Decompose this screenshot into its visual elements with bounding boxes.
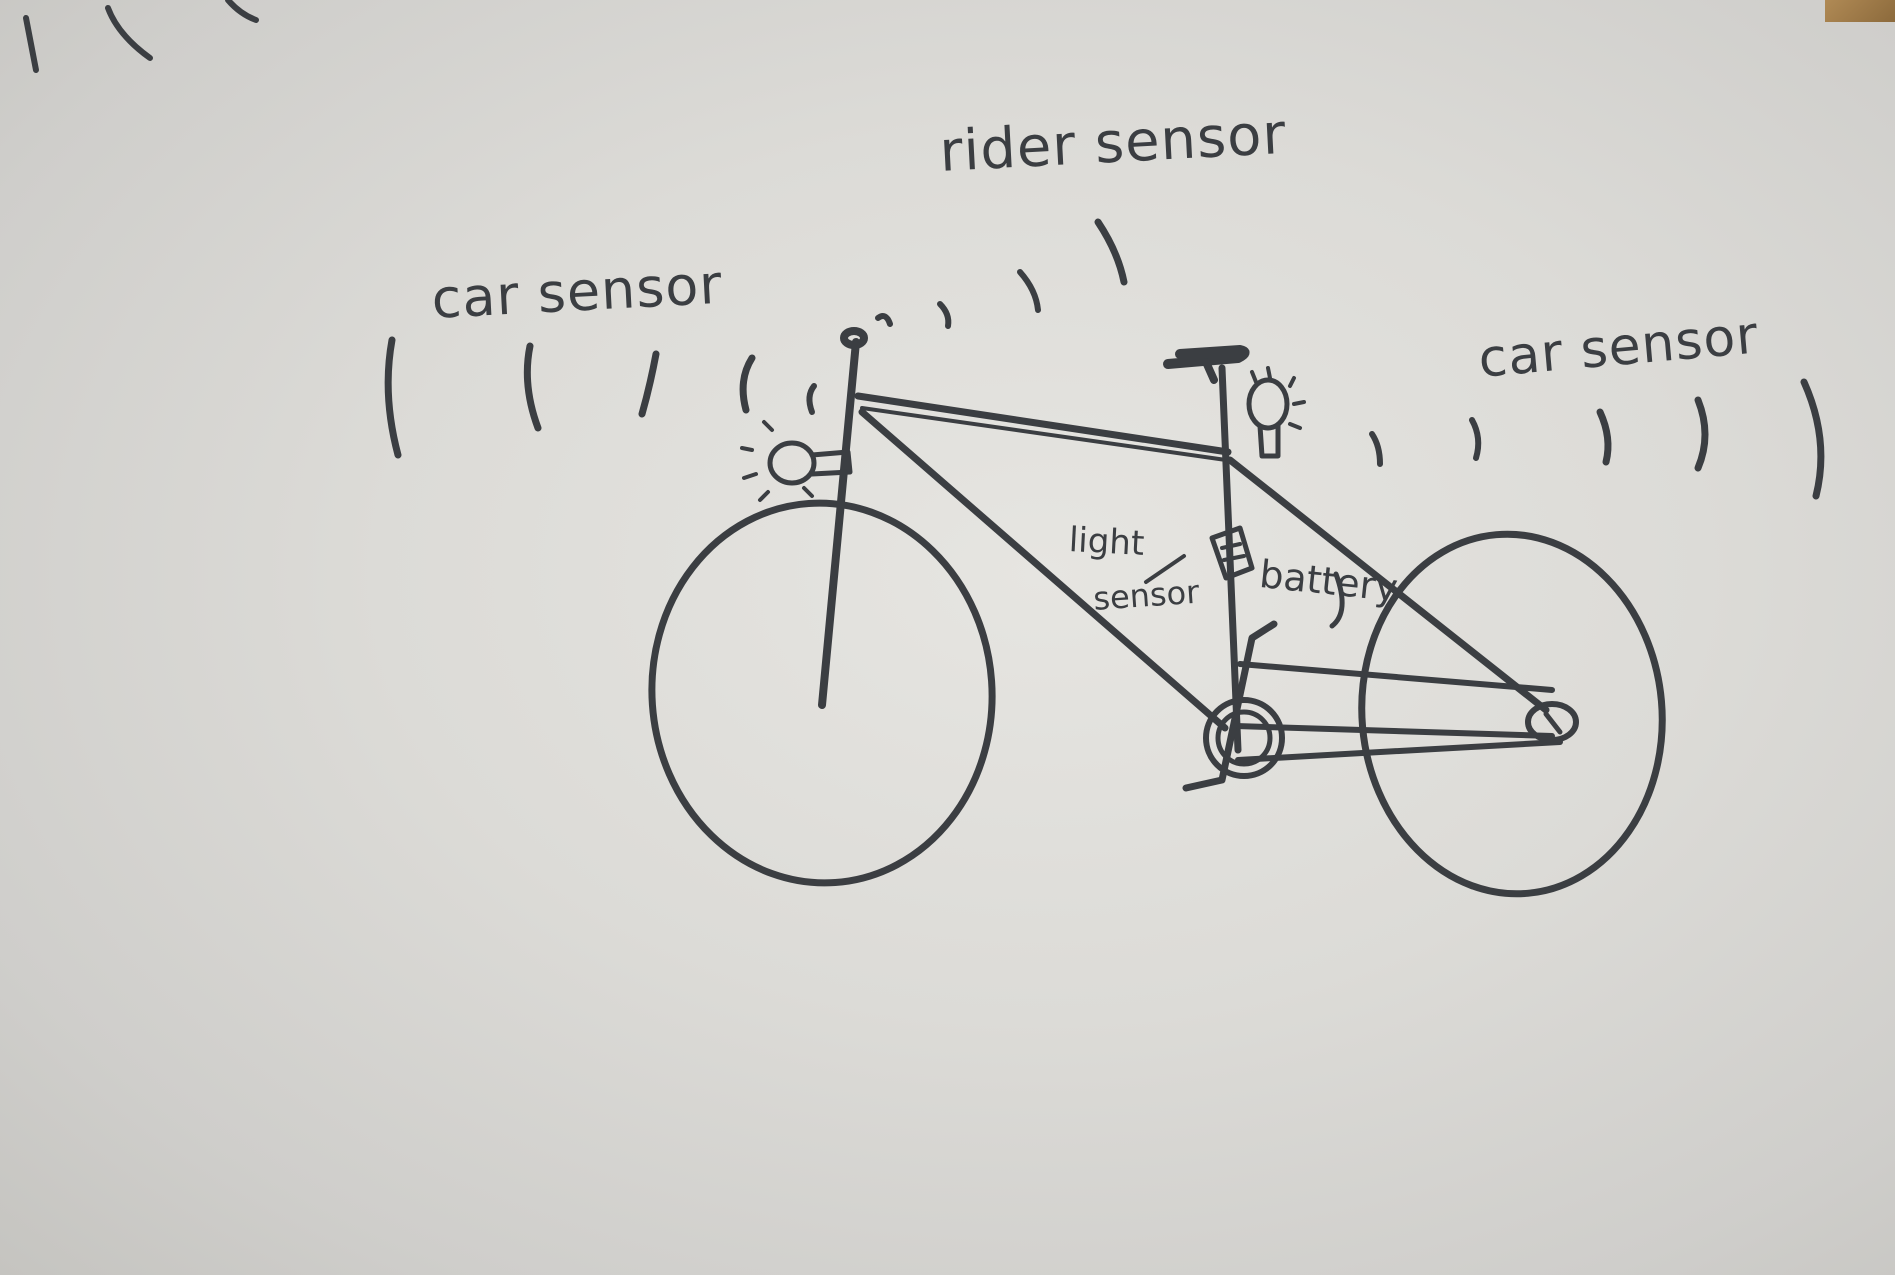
bicycle-frame [818,338,1563,763]
left-car-sensor-waves [384,336,817,459]
stray-marks [23,0,259,73]
crank-pedal [1182,620,1278,792]
light-bulb-icon [1246,366,1306,459]
front-wheel [648,499,996,887]
rear-hub [1525,701,1579,743]
handlebar [840,327,868,349]
table-corner [1825,0,1895,22]
seat-post [1202,358,1218,384]
chainring [1203,697,1285,779]
battery-bracket [1329,571,1345,629]
battery-icon [1209,525,1255,581]
light-sensor-label-line1: light [1067,520,1146,564]
light-bulb-icon [740,420,853,502]
seat [1163,345,1250,369]
chainring-inner [1215,709,1273,767]
rider-sensor-waves [875,218,1128,329]
light-sensor-pointer [1144,554,1186,584]
light-sensor-label-line2: sensor [1092,572,1201,618]
right-car-sensor-waves [1369,378,1825,500]
